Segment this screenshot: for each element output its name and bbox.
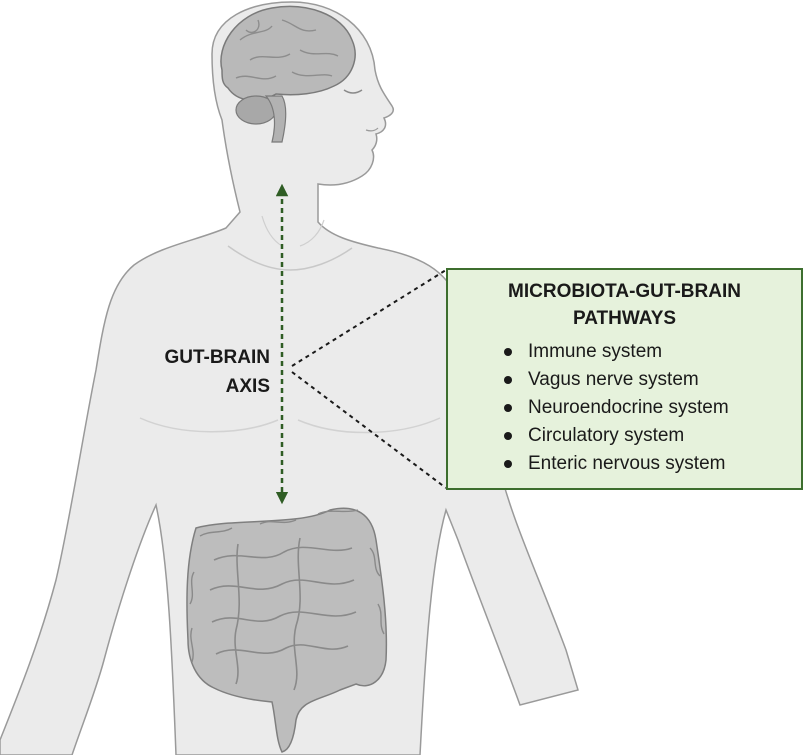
list-item: Vagus nerve system xyxy=(502,366,787,394)
bullet-icon xyxy=(504,404,512,412)
bullet-icon xyxy=(504,376,512,384)
human-torso-illustration xyxy=(0,1,579,755)
pathways-title: MICROBIOTA-GUT-BRAIN PATHWAYS xyxy=(462,278,787,332)
connector-line-bottom xyxy=(291,371,447,489)
pathways-list: Immune system Vagus nerve system Neuroen… xyxy=(462,338,787,478)
axis-label-line1: GUT-BRAIN xyxy=(164,347,270,368)
brain-icon xyxy=(220,5,356,143)
gut-brain-axis-label: GUT-BRAIN AXIS xyxy=(118,343,270,401)
list-item: Enteric nervous system xyxy=(502,450,787,478)
connector-line-top xyxy=(291,269,447,367)
axis-label-line2: AXIS xyxy=(225,376,270,397)
list-item: Neuroendocrine system xyxy=(502,394,787,422)
pathway-item-label: Circulatory system xyxy=(528,425,685,446)
pathway-item-label: Immune system xyxy=(528,341,663,362)
pathway-item-label: Vagus nerve system xyxy=(528,369,699,390)
bullet-icon xyxy=(504,348,512,356)
pathways-box: MICROBIOTA-GUT-BRAIN PATHWAYS Immune sys… xyxy=(446,268,803,490)
intestines-icon xyxy=(186,507,388,753)
bullet-icon xyxy=(504,460,512,468)
pathway-item-label: Neuroendocrine system xyxy=(528,397,729,418)
bullet-icon xyxy=(504,432,512,440)
list-item: Immune system xyxy=(502,338,787,366)
pathways-title-line1: MICROBIOTA-GUT-BRAIN xyxy=(508,281,741,302)
pathway-item-label: Enteric nervous system xyxy=(528,453,726,474)
pathways-title-line2: PATHWAYS xyxy=(572,308,677,329)
list-item: Circulatory system xyxy=(502,422,787,450)
